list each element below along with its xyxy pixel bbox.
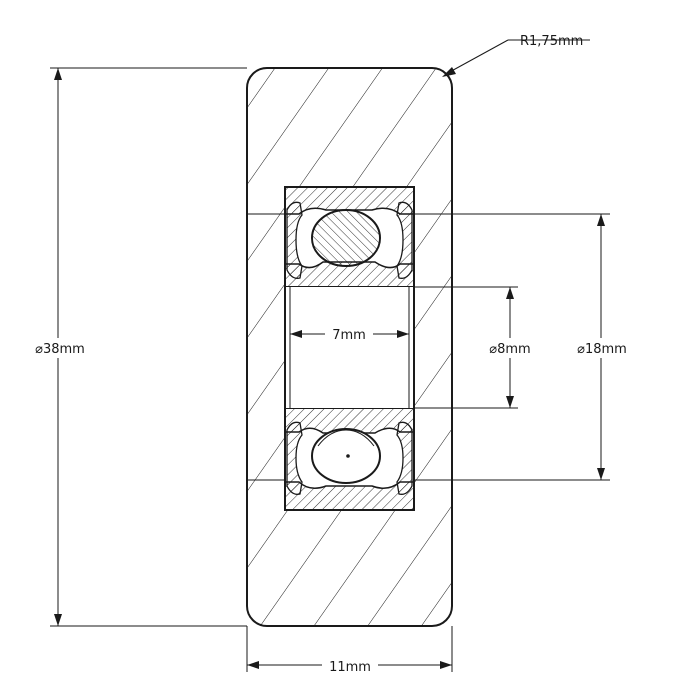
bore-diameter-label: ⌀8mm (489, 342, 530, 357)
inner-width-label: 7mm (332, 328, 366, 343)
dim-corner-radius: R1,75mm (442, 34, 590, 77)
dim-overall-width: 11mm (246, 626, 453, 675)
overall-width-label: 11mm (329, 660, 371, 675)
corner-radius-label: R1,75mm (520, 34, 583, 49)
bearing-lower (284, 407, 415, 511)
bearing-upper (284, 186, 415, 288)
dim-inner-width: 7mm (290, 325, 409, 343)
outer-diameter-label: ⌀38mm (35, 342, 85, 357)
ball-lower (311, 428, 381, 484)
ball-upper (311, 209, 381, 267)
tyre-outline (246, 67, 453, 627)
bearing-diameter-label: ⌀18mm (577, 342, 627, 357)
dim-bearing-diameter: ⌀18mm (414, 213, 636, 481)
dim-bore-diameter: ⌀8mm (414, 286, 540, 409)
dim-outer-diameter: ⌀38mm (28, 67, 247, 627)
